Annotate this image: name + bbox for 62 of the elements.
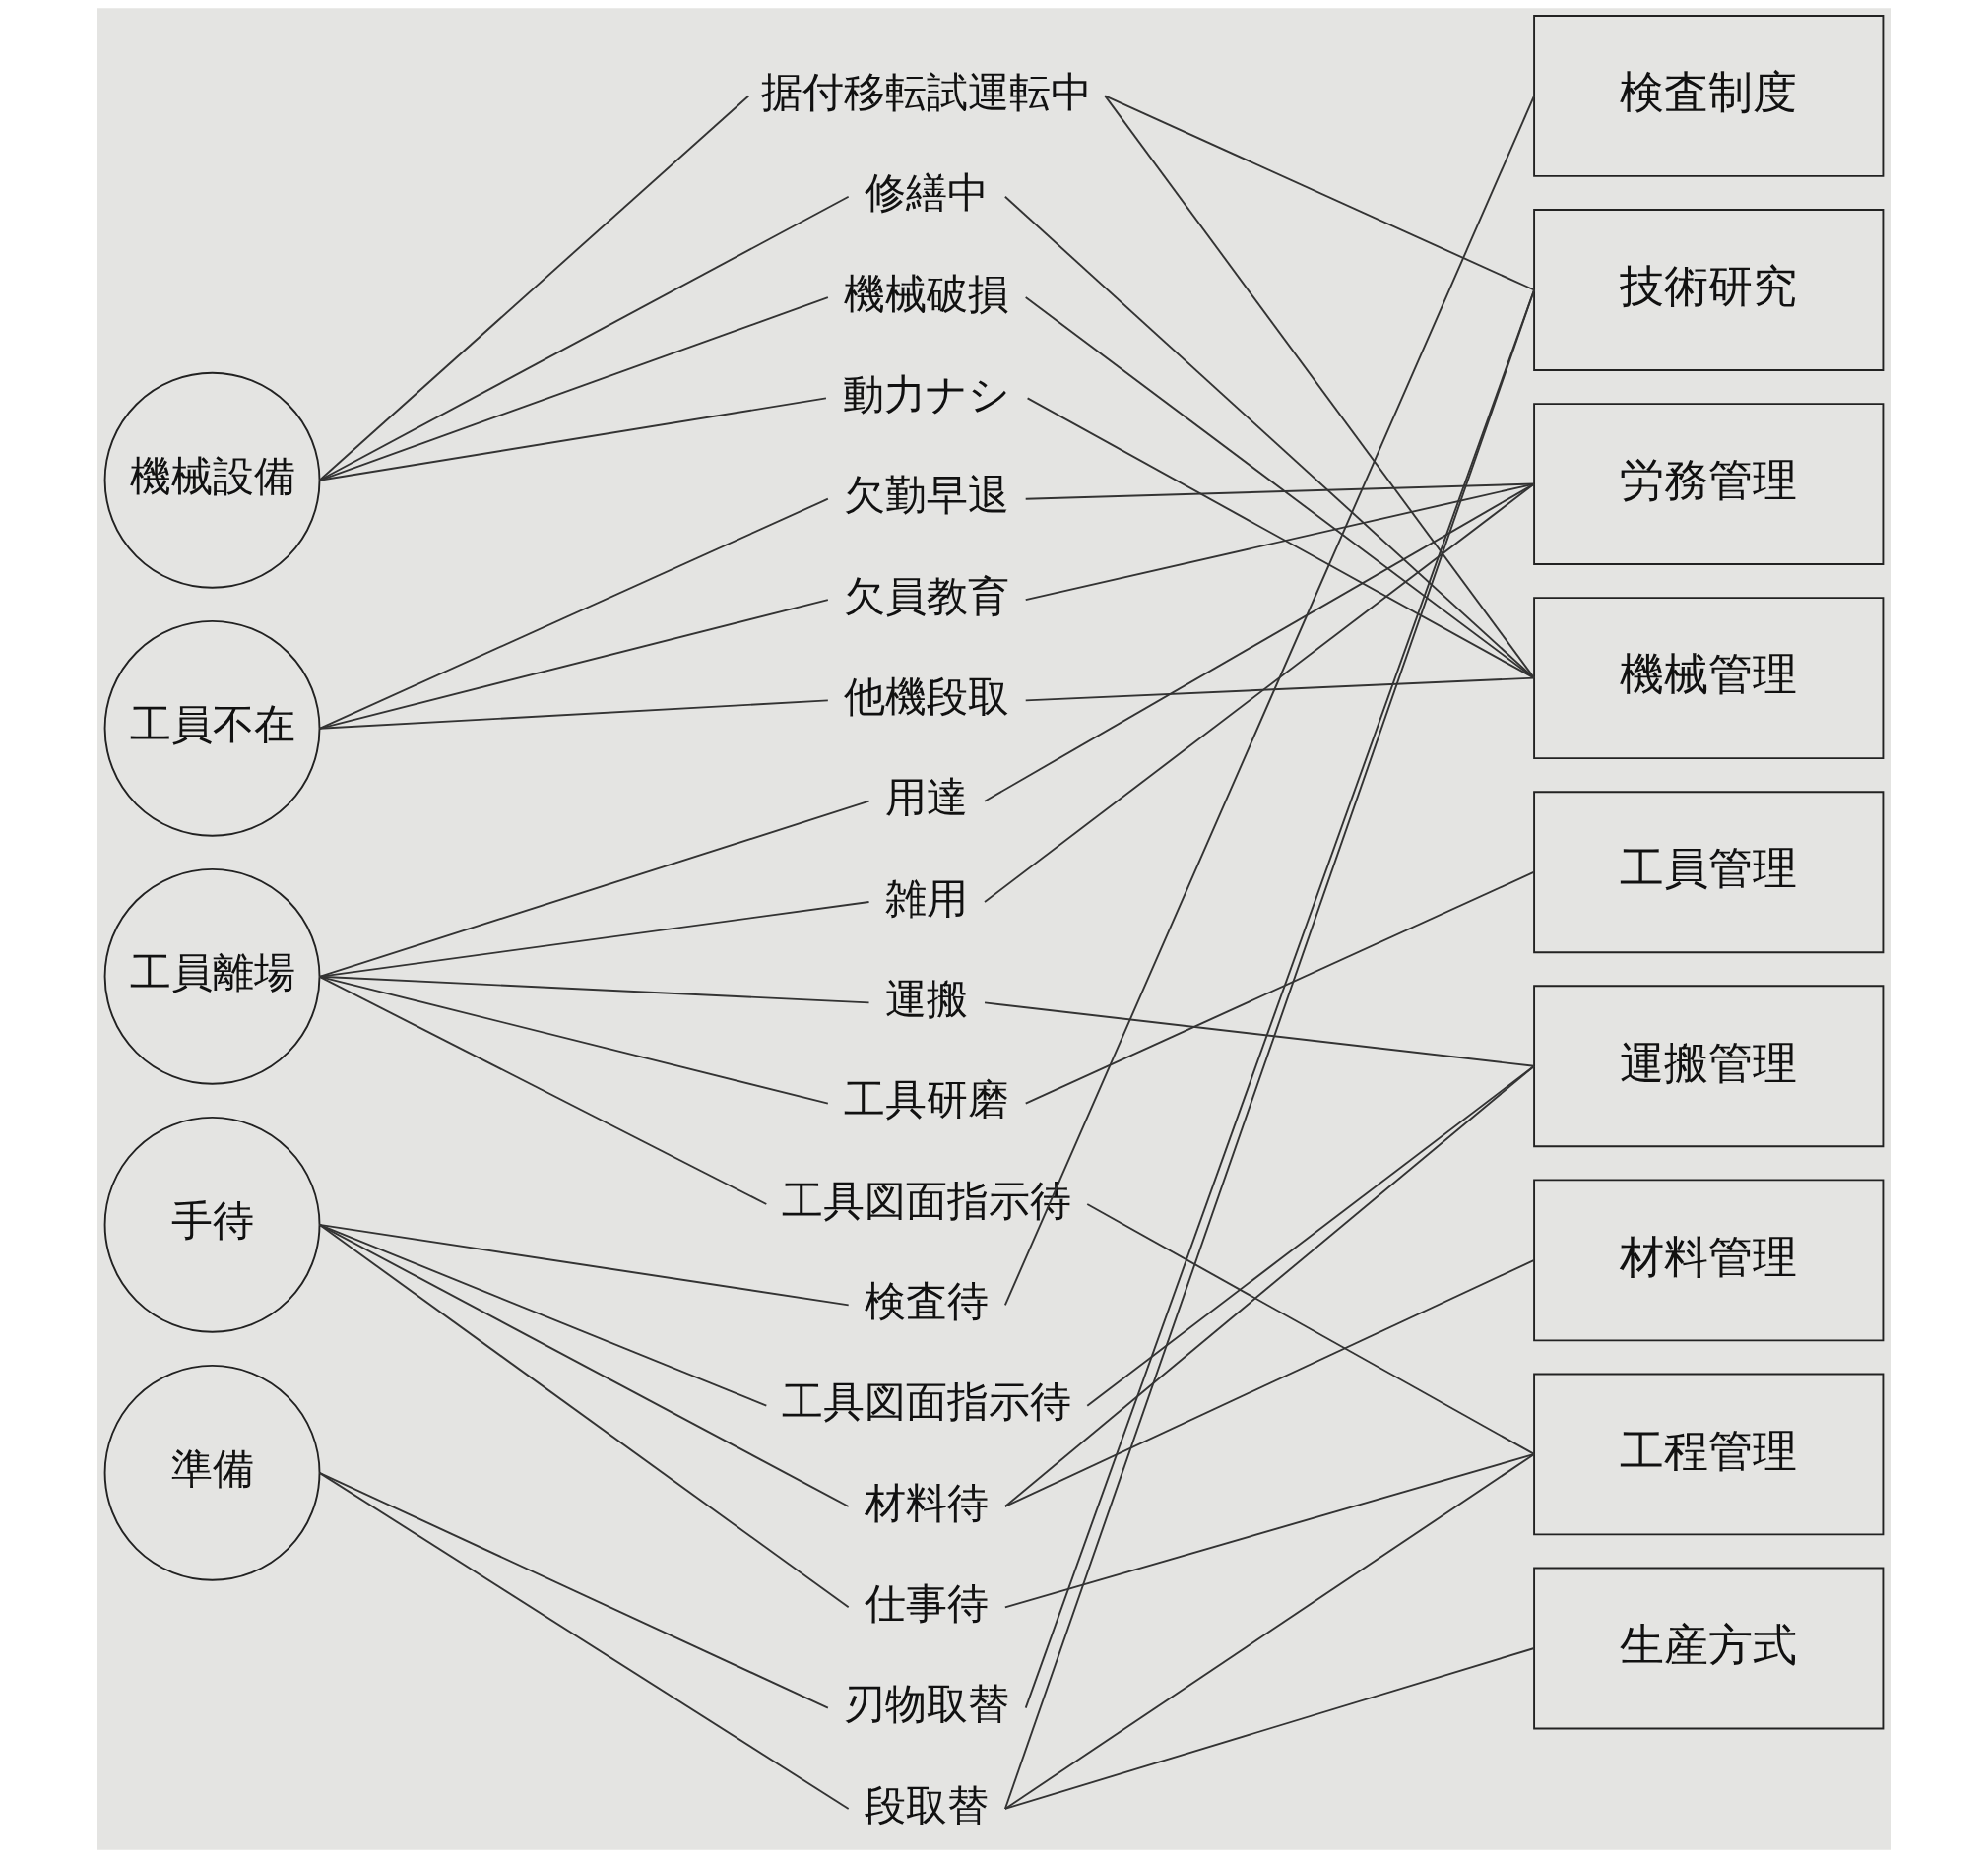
node-circle: 工員不在: [103, 619, 321, 837]
node-box: 労務管理: [1533, 403, 1885, 565]
node-text: 工具図面指示待: [782, 1377, 1072, 1427]
connector: [1003, 1452, 1535, 1609]
connector: [318, 975, 768, 1205]
connector: [318, 1223, 850, 1609]
node-box: 材料管理: [1533, 1179, 1885, 1342]
node-circle: 手待: [103, 1116, 321, 1333]
connector: [1104, 95, 1535, 291]
node-circle: 工員離場: [103, 867, 321, 1085]
connector: [318, 497, 829, 730]
node-text: 動力ナシ: [843, 370, 1011, 419]
connector: [1086, 1203, 1535, 1455]
connector: [318, 397, 827, 481]
node-text: 仕事待: [865, 1578, 990, 1628]
node-box: 生産方式: [1533, 1567, 1885, 1730]
connector: [318, 195, 850, 481]
connector: [318, 296, 829, 481]
connector: [318, 1471, 850, 1810]
node-text: 工具研磨: [844, 1075, 1010, 1124]
connector: [1024, 870, 1535, 1105]
node-text: 材料待: [865, 1478, 990, 1527]
connector: [1003, 95, 1535, 1307]
connector: [1003, 1064, 1535, 1507]
connector: [318, 599, 829, 730]
connector: [1003, 1647, 1535, 1810]
connector: [318, 95, 750, 481]
connector: [1024, 482, 1535, 601]
node-text: 用達: [885, 773, 969, 822]
node-text: 他機段取: [844, 672, 1010, 721]
node-text: 運搬: [885, 974, 969, 1023]
node-box: 工員管理: [1533, 791, 1885, 954]
connector: [318, 699, 829, 730]
node-text: 欠勤早退: [844, 471, 1010, 520]
connector: [1026, 397, 1535, 679]
node-box: 検査制度: [1533, 15, 1885, 177]
node-text: 刃物取替: [844, 1680, 1010, 1729]
connector: [984, 482, 1535, 802]
connector: [318, 975, 870, 1004]
node-box: 工程管理: [1533, 1373, 1885, 1536]
node-box: 運搬管理: [1533, 985, 1885, 1148]
node-box: 技術研究: [1533, 209, 1885, 371]
node-text: 据付移転試運転中: [761, 68, 1093, 117]
node-text: 修繕中: [865, 168, 990, 218]
connector: [984, 482, 1535, 903]
connector: [1003, 1452, 1535, 1810]
node-circle: 機械設備: [103, 371, 321, 589]
connector: [318, 800, 870, 978]
node-circle: 準備: [103, 1364, 321, 1581]
node-text: 機械破損: [844, 269, 1010, 318]
connector: [1024, 676, 1535, 702]
connector: [318, 1223, 850, 1307]
node-text: 段取替: [865, 1780, 990, 1829]
node-text: 検査待: [865, 1276, 990, 1325]
connector: [1024, 296, 1535, 679]
connector: [1003, 195, 1535, 679]
node-text: 欠員教育: [844, 571, 1010, 620]
node-box: 機械管理: [1533, 597, 1885, 760]
connector: [984, 1001, 1535, 1067]
connector: [1003, 1258, 1535, 1507]
node-text: 雑用: [885, 873, 969, 923]
connector: [318, 1223, 850, 1507]
